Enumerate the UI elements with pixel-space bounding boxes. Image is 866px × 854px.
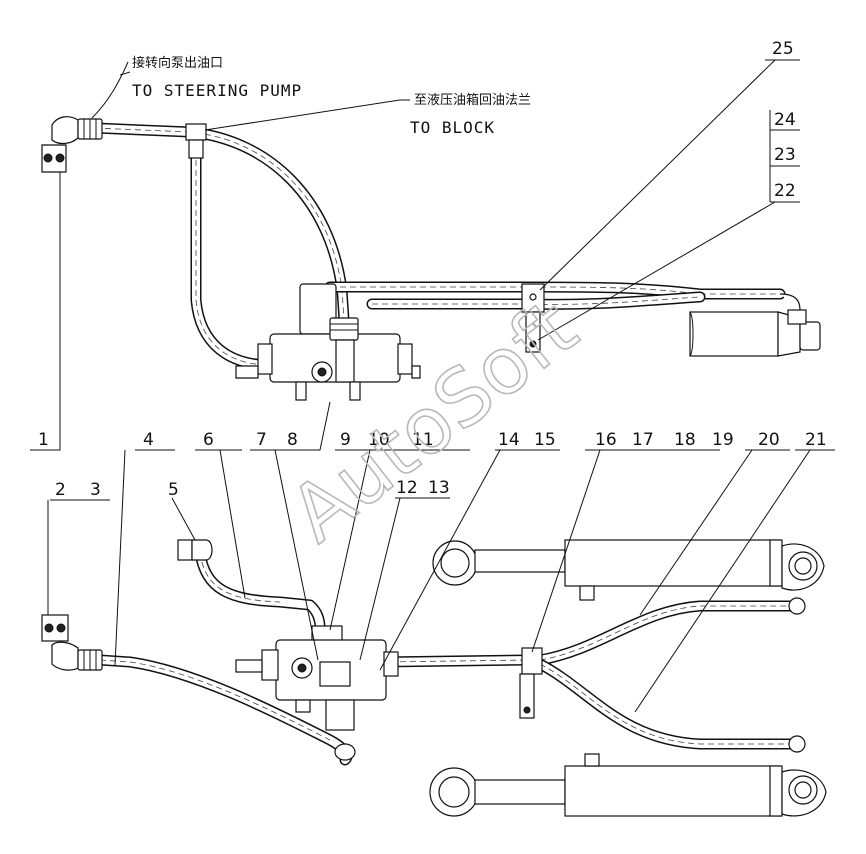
part-label-7: 7 (256, 430, 267, 450)
annotation-block-cn: 至液压油箱回油法兰 (414, 92, 531, 108)
part-label-21: 21 (805, 430, 827, 450)
hose-20 (534, 600, 796, 666)
hose-fitting-top-left (41, 116, 103, 173)
part-label-2: 2 (55, 480, 66, 500)
hose-fitting-bottom-left (41, 614, 103, 671)
part-label-11: 11 (412, 430, 434, 450)
annotation-block-en: TO BLOCK (410, 118, 495, 137)
part-label-10: 10 (368, 430, 390, 450)
part-label-17: 17 (632, 430, 654, 450)
part-label-12: 12 (396, 478, 418, 498)
steering-valve-bottom (235, 625, 399, 761)
part-label-4: 4 (143, 430, 154, 450)
part-label-6: 6 (203, 430, 214, 450)
part-label-14: 14 (498, 430, 520, 450)
part-label-23: 23 (774, 145, 796, 165)
annotation-steering-pump-cn: 接转向泵出油口 (132, 55, 223, 71)
hose-21 (534, 658, 796, 750)
steering-cylinder-top-right (689, 293, 821, 357)
part-label-5: 5 (168, 480, 179, 500)
hose-valve-to-bracket (374, 654, 536, 668)
hose-return-to-block (190, 134, 276, 371)
part-label-20: 20 (758, 430, 780, 450)
bottom-assembly (41, 539, 827, 817)
part-label-25: 25 (772, 39, 794, 59)
annotation-steering-pump-en: TO STEERING PUMP (132, 81, 302, 100)
hose-bracket-top (521, 283, 545, 353)
hose-bracket-bottom (519, 647, 543, 719)
leader-lines (30, 59, 835, 713)
elbow-fitting-5 (177, 539, 213, 561)
hose-pump-to-valve (89, 122, 350, 326)
part-label-9: 9 (340, 430, 351, 450)
hose-valve-to-cylinder-upper (324, 281, 786, 300)
steering-cylinder-upper (432, 539, 825, 615)
part-label-19: 19 (712, 430, 734, 450)
part-label-18: 18 (674, 430, 696, 450)
part-label-3: 3 (90, 480, 101, 500)
top-assembly (41, 116, 821, 401)
hose-6 (194, 546, 326, 634)
part-label-15: 15 (534, 430, 556, 450)
part-label-24: 24 (774, 110, 796, 130)
steering-valve-top (235, 283, 421, 401)
part-label-22: 22 (774, 181, 796, 201)
annotations: 接转向泵出油口 TO STEERING PUMP 至液压油箱回油法兰 TO BL… (132, 55, 531, 137)
part-label-16: 16 (595, 430, 617, 450)
part-label-1: 1 (38, 430, 49, 450)
part-label-8: 8 (287, 430, 298, 450)
steering-cylinder-lower (429, 735, 827, 817)
part-labels: 1 2 3 4 5 6 7 8 9 10 11 12 13 14 15 16 1… (38, 39, 827, 500)
hose-clamp-top (185, 123, 207, 159)
part-label-13: 13 (428, 478, 450, 498)
